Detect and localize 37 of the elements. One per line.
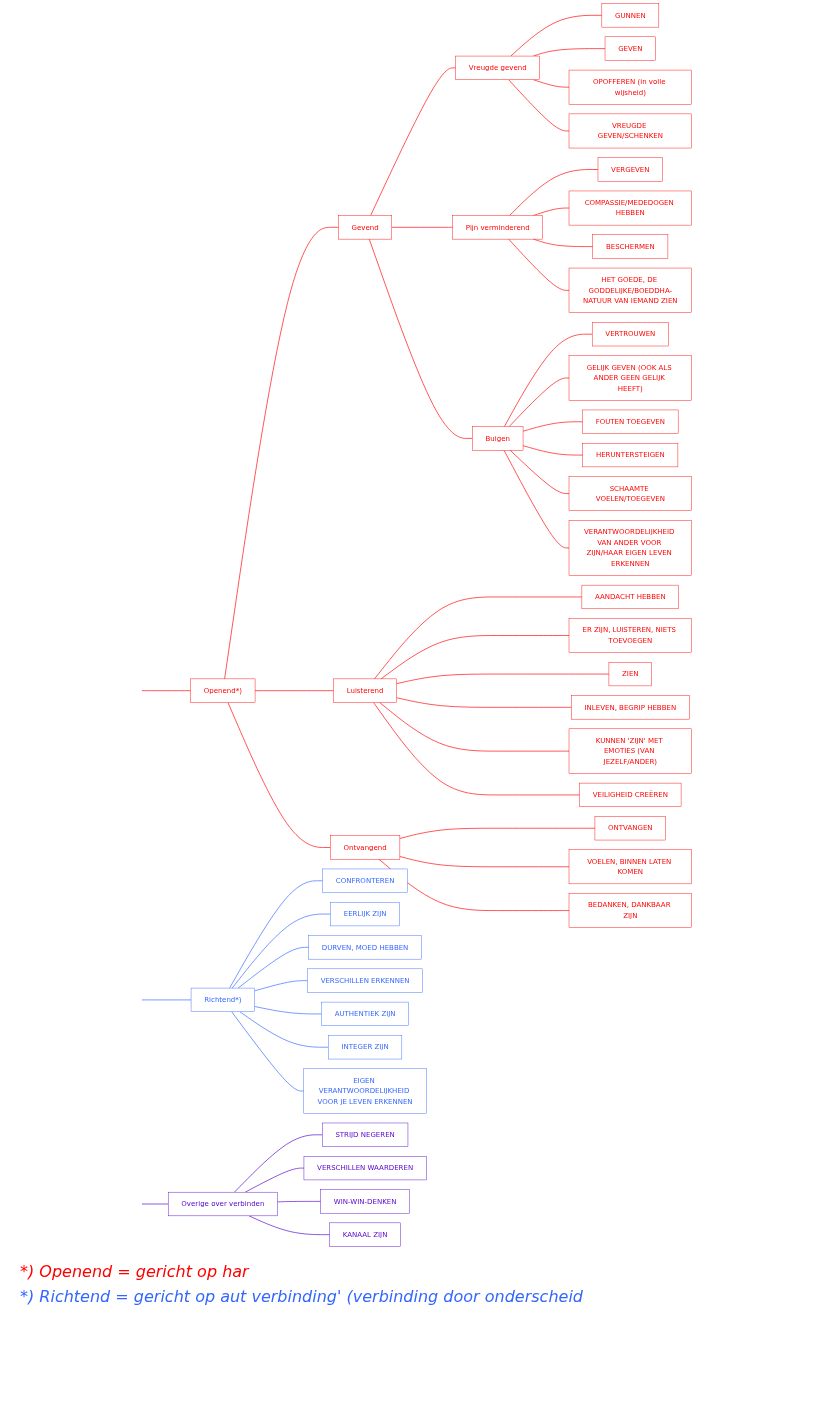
connector [379,702,570,752]
footnote: *) Richtend = gericht op aut verbinding' (verbinding door onderscheid [20,1287,584,1306]
connector [508,79,570,132]
connector [254,980,308,992]
connector [237,947,310,989]
connector [396,697,572,708]
connector [373,702,580,796]
connector [374,596,583,680]
connector [509,449,570,494]
connector [227,702,331,848]
connector [522,445,584,456]
connector [378,859,570,911]
connector [396,673,610,684]
connector [380,635,570,680]
connector [254,1006,322,1015]
connector [504,333,593,427]
connector [503,449,570,549]
connector [399,856,570,868]
connector [399,827,596,839]
connector [533,207,570,216]
connector [370,67,456,216]
connector [533,48,606,57]
footnote: *) Openend = gericht op har [20,1262,251,1281]
connector [277,1201,321,1203]
connector [508,238,570,291]
connector [231,1011,305,1092]
connector [368,238,473,439]
connector [231,913,331,989]
connector [239,1011,329,1048]
connector [522,421,583,432]
connector [248,1215,330,1235]
connector [234,1134,323,1193]
connector [229,880,323,989]
connector [224,227,339,680]
connector [510,15,603,57]
connector [509,169,599,216]
connector [244,1167,305,1193]
